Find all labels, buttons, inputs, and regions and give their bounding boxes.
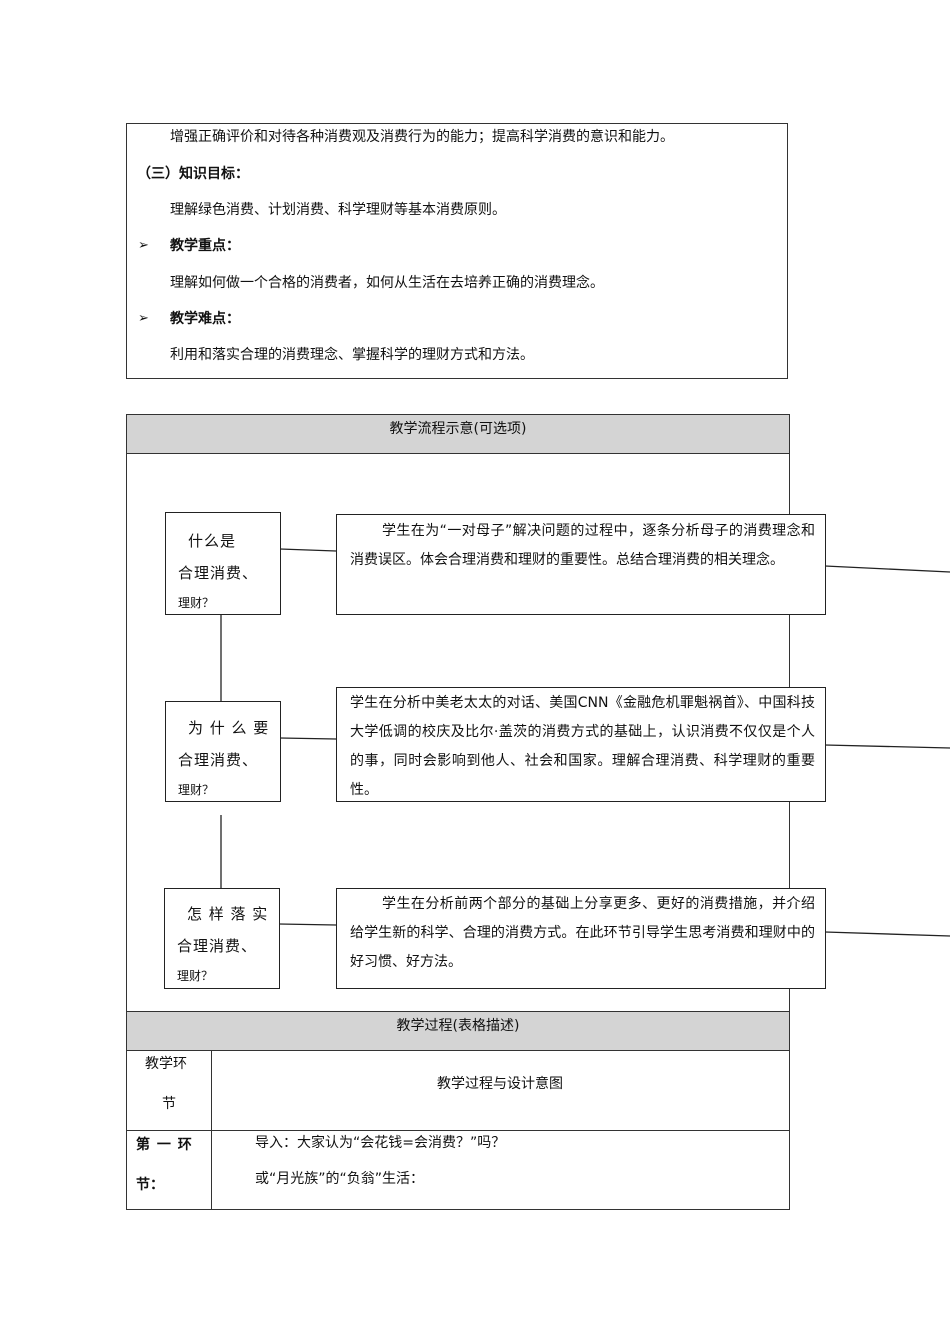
process-header: 教学过程(表格描述): [126, 1011, 790, 1051]
key-points-heading: 教学重点：: [170, 238, 240, 254]
question-line: 怎 样 落 实: [187, 905, 269, 923]
col2-header-cell: 教学过程与设计意图: [211, 1050, 790, 1131]
question-line: 合理消费、: [177, 937, 258, 955]
horizontal-connector: [279, 548, 337, 552]
knowledge-heading: （三）知识目标：: [137, 166, 249, 182]
row1-content-cell: 导入：大家认为“会花钱=会消费？”吗？ 或“月光族”的“负翁”生活：: [211, 1130, 790, 1210]
key-points-text: 理解如何做一个合格的消费者，如何从生活在去培养正确的消费理念。: [170, 275, 604, 291]
flow-header: 教学流程示意(可选项): [126, 414, 790, 454]
difficulties-text: 利用和落实合理的消费理念、掌握科学的理财方式和方法。: [170, 347, 534, 363]
horizontal-connector: [279, 737, 337, 740]
horizontal-connector: [278, 923, 337, 926]
question-box-3: 怎 样 落 实 合理消费、 理财？: [164, 888, 280, 989]
difficulties-heading: 教学难点：: [170, 311, 240, 327]
question-line: 理财？: [178, 783, 215, 797]
description-text: 学生在为“一对母子”解决问题的过程中，逐条分析母子的消费理念和消费误区。体会合理…: [350, 523, 815, 568]
arrow-bullet-icon: ➢: [138, 311, 149, 326]
col1-header-text: 节: [162, 1096, 176, 1112]
description-box-1: 学生在为“一对母子”解决问题的过程中，逐条分析母子的消费理念和消费误区。体会合理…: [336, 514, 826, 615]
description-text: 学生在分析中美老太太的对话、美国CNN《金融危机罪魁祸首》、中国科技大学低调的校…: [350, 695, 815, 798]
col2-header-text: 教学过程与设计意图: [437, 1076, 563, 1092]
col1-header-text: 教学环: [145, 1056, 187, 1072]
question-box-1: 什么是 合理消费、 理财？: [165, 512, 281, 615]
col1-header-cell: 教学环 节: [126, 1050, 212, 1131]
question-line: 为 什 么 要: [188, 719, 270, 737]
question-line: 理财？: [177, 969, 214, 983]
question-line: 什么是: [188, 532, 237, 550]
offpage-connector: [824, 565, 950, 573]
question-line: 合理消费、: [178, 564, 259, 582]
question-line: 合理消费、: [178, 751, 259, 769]
objectives-box: [126, 123, 788, 379]
row1-content-line: 导入：大家认为“会花钱=会消费？”吗？: [255, 1135, 506, 1151]
knowledge-text: 理解绿色消费、计划消费、科学理财等基本消费原则。: [170, 202, 506, 218]
row1-label: 节：: [136, 1177, 164, 1193]
arrow-bullet-icon: ➢: [138, 238, 149, 253]
question-box-2: 为 什 么 要 合理消费、 理财？: [165, 701, 281, 802]
offpage-connector: [824, 931, 950, 937]
description-box-3: 学生在分析前两个部分的基础上分享更多、更好的消费措施，并介绍给学生新的科学、合理…: [336, 888, 826, 989]
description-text: 学生在分析前两个部分的基础上分享更多、更好的消费措施，并介绍给学生新的科学、合理…: [350, 896, 815, 970]
offpage-connector: [824, 744, 950, 749]
question-line: 理财？: [178, 596, 215, 610]
row1-content-line: 或“月光族”的“负翁”生活：: [255, 1171, 425, 1187]
row1-label-cell: 第 一 环 节：: [126, 1130, 212, 1210]
ability-text: 增强正确评价和对待各种消费观及消费行为的能力；提高科学消费的意识和能力。: [170, 129, 674, 145]
row1-label: 第 一 环: [136, 1137, 193, 1153]
description-box-2: 学生在分析中美老太太的对话、美国CNN《金融危机罪魁祸首》、中国科技大学低调的校…: [336, 687, 826, 802]
